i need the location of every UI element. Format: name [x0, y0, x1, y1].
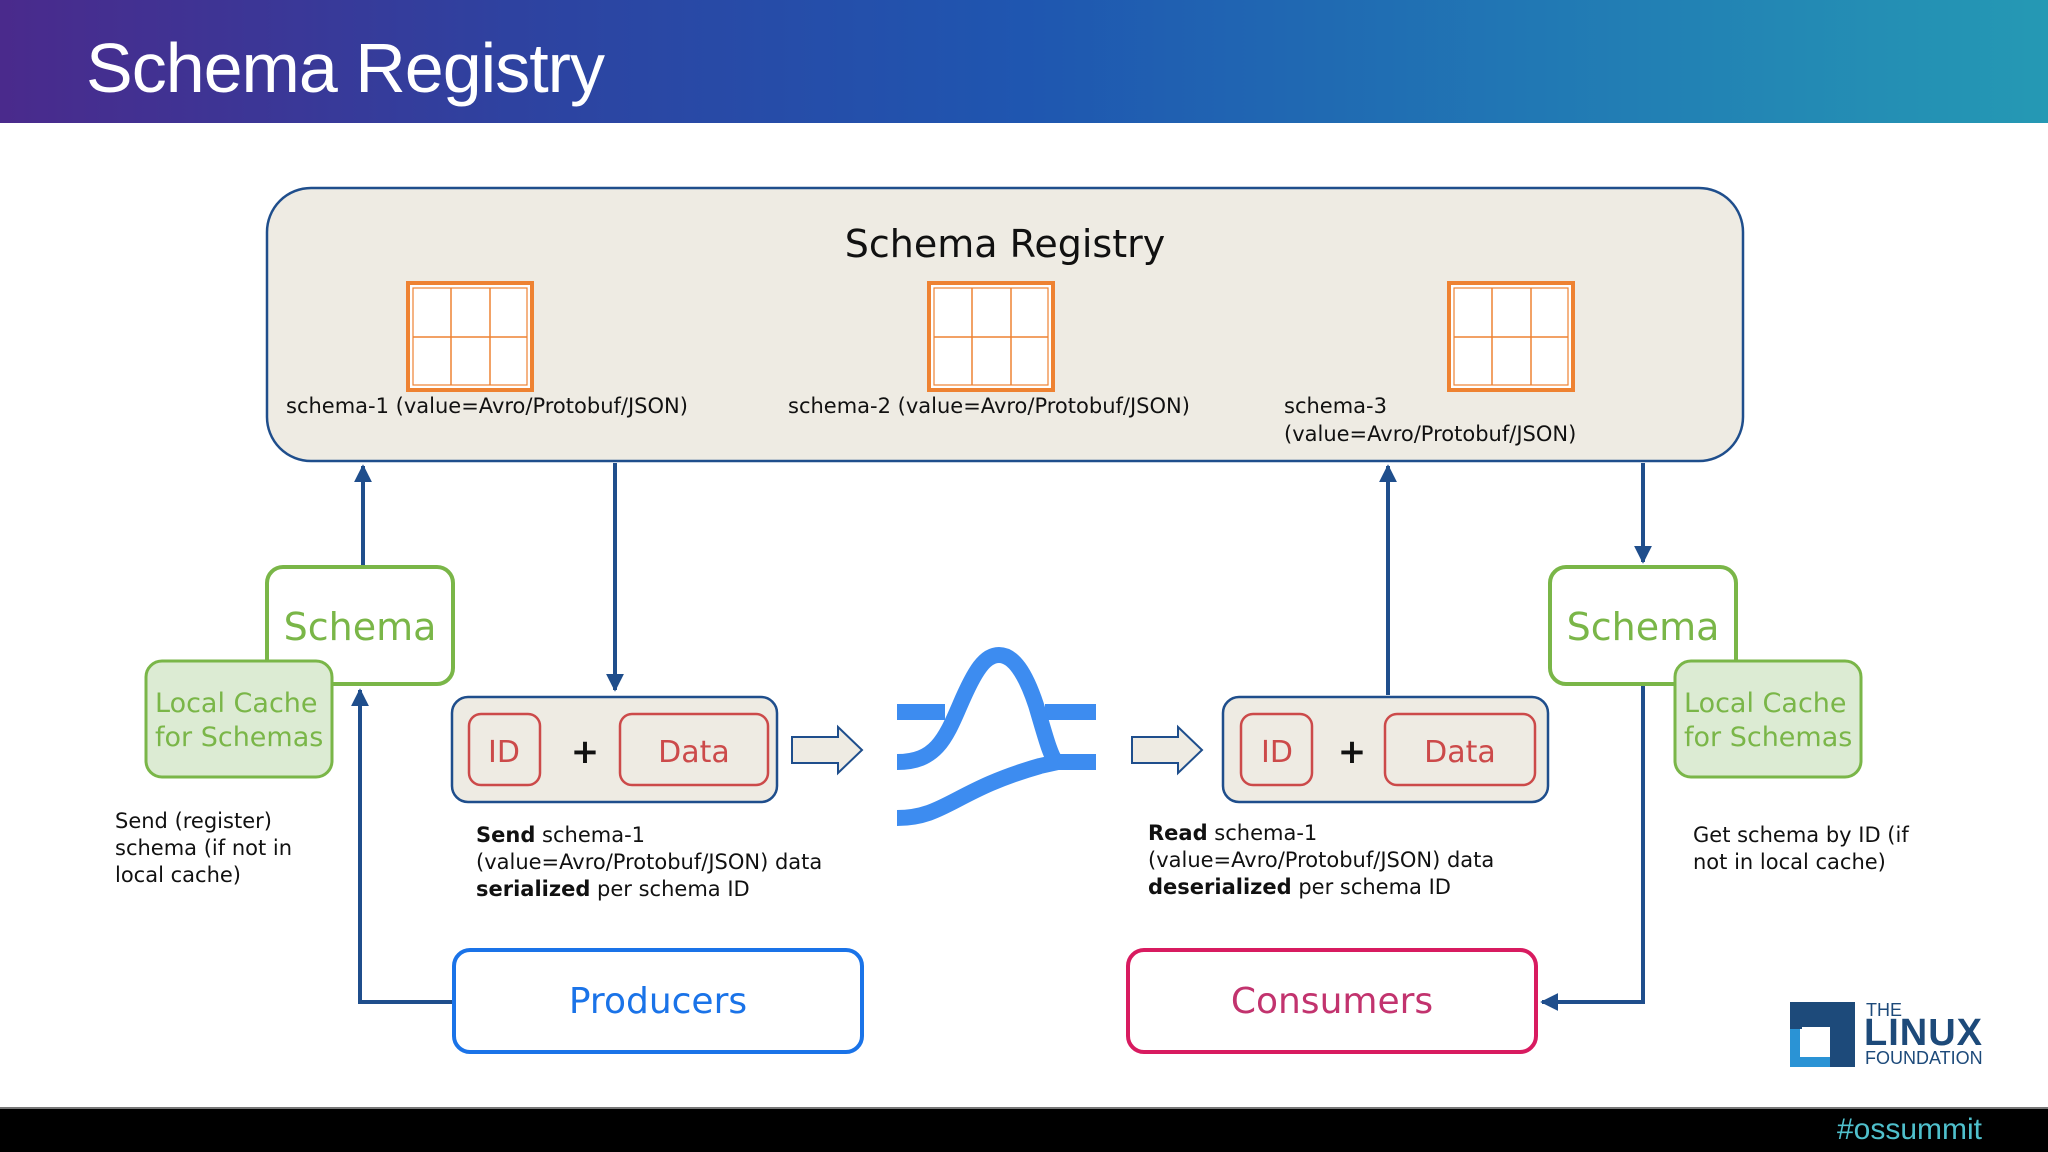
consumer-desc-line2: (value=Avro/Protobuf/JSON) data	[1148, 848, 1495, 872]
schema-1-label: schema-1 (value=Avro/Protobuf/JSON)	[286, 394, 688, 418]
registry-title: Schema Registry	[845, 222, 1165, 266]
producer-note-line2: schema (if not in	[115, 836, 293, 860]
arrow-producers-to-schema	[351, 688, 454, 1004]
schema-3-label-line2: (value=Avro/Protobuf/JSON)	[1284, 422, 1576, 446]
producers-box: Producers	[452, 948, 864, 1054]
consumer-cache-line1: Local Cache	[1684, 688, 1847, 719]
producer-note-line1: Send (register)	[115, 809, 272, 833]
arrow-to-kafka-icon	[791, 724, 864, 776]
producer-id-box	[467, 712, 542, 787]
producer-cache-line2: for Schemas	[155, 722, 323, 753]
producers-label: Producers	[569, 981, 747, 1022]
read-rest: schema-1	[1207, 821, 1318, 845]
producer-local-cache-box	[144, 659, 334, 779]
producer-schema-cache: Schema Local Cache for Schemas	[144, 565, 455, 779]
producer-note-line3: local cache)	[115, 863, 241, 887]
consumer-schema-cache: Schema Local Cache for Schemas	[1548, 565, 1863, 779]
producer-id-label: ID	[488, 735, 520, 770]
consumer-data-label: Data	[1424, 735, 1496, 770]
read-bold: Read	[1148, 821, 1208, 845]
send-rest: schema-1	[535, 823, 646, 847]
serialized-bold: serialized	[476, 877, 591, 901]
consumer-schema-box	[1548, 565, 1738, 686]
connector-arrows	[351, 463, 1652, 1011]
consumer-data-box	[1383, 712, 1537, 787]
slide-title: Schema Registry	[86, 29, 605, 107]
logo-text-the: THE	[1866, 1000, 1902, 1020]
producer-schema-label: Schema	[284, 605, 437, 649]
consumer-local-cache-box	[1673, 659, 1863, 779]
consumers-box: Consumers	[1126, 948, 1538, 1054]
consumer-cache-line2: for Schemas	[1684, 722, 1852, 753]
event-hashtag: #ossummit	[1836, 1113, 1982, 1146]
arrow-from-kafka-icon	[1131, 724, 1204, 776]
producer-schema-box	[265, 565, 455, 686]
arrow-schema-to-consumers	[1540, 685, 1645, 1011]
kafka-broker-icon	[896, 646, 1096, 826]
linux-foundation-logo-mark	[1790, 1002, 1855, 1067]
send-bold: Send	[476, 823, 536, 847]
consumer-note-line1: Get schema by ID (if	[1693, 823, 1909, 847]
slide-header: Schema Registry	[0, 0, 2048, 123]
consumers-label: Consumers	[1231, 981, 1433, 1022]
consumer-id-box	[1239, 712, 1314, 787]
producer-note: Send (register) schema (if not in local …	[115, 808, 292, 889]
schema-3-label-line1: schema-3	[1284, 394, 1387, 418]
logo-text-foundation: FOUNDATION	[1865, 1048, 1983, 1068]
producer-message-description: Send schema-1 (value=Avro/Protobuf/JSON)…	[476, 822, 822, 903]
consumer-note: Get schema by ID (if not in local cache)	[1693, 822, 1909, 876]
schema-3-table-icon	[1447, 281, 1575, 392]
producer-data-label: Data	[658, 735, 730, 770]
consumer-message: ID + Data	[1221, 695, 1550, 804]
deserialized-rest: per schema ID	[1291, 875, 1451, 899]
consumer-note-line2: not in local cache)	[1693, 850, 1886, 874]
producer-cache-line1: Local Cache	[155, 688, 318, 719]
schema-2-label: schema-2 (value=Avro/Protobuf/JSON)	[788, 394, 1190, 418]
consumer-message-description: Read schema-1 (value=Avro/Protobuf/JSON)…	[1148, 820, 1494, 901]
schema-1-table-icon	[406, 281, 534, 392]
consumer-schema-label: Schema	[1567, 605, 1720, 649]
producer-data-box	[618, 712, 770, 787]
serialized-rest: per schema ID	[590, 877, 750, 901]
producer-message: ID + Data	[450, 695, 779, 804]
schema-registry-box: Schema Registry schema-1 (value=Avro/Pro…	[265, 186, 1745, 463]
slide-footer: #ossummit	[0, 1107, 2048, 1152]
consumer-plus: +	[1338, 732, 1367, 772]
consumer-id-label: ID	[1261, 735, 1293, 770]
producer-plus: +	[571, 732, 600, 772]
producer-desc-line2: (value=Avro/Protobuf/JSON) data	[476, 850, 823, 874]
logo-text-linux: LINUX	[1864, 1012, 1983, 1054]
schema-2-table-icon	[927, 281, 1055, 392]
deserialized-bold: deserialized	[1148, 875, 1292, 899]
